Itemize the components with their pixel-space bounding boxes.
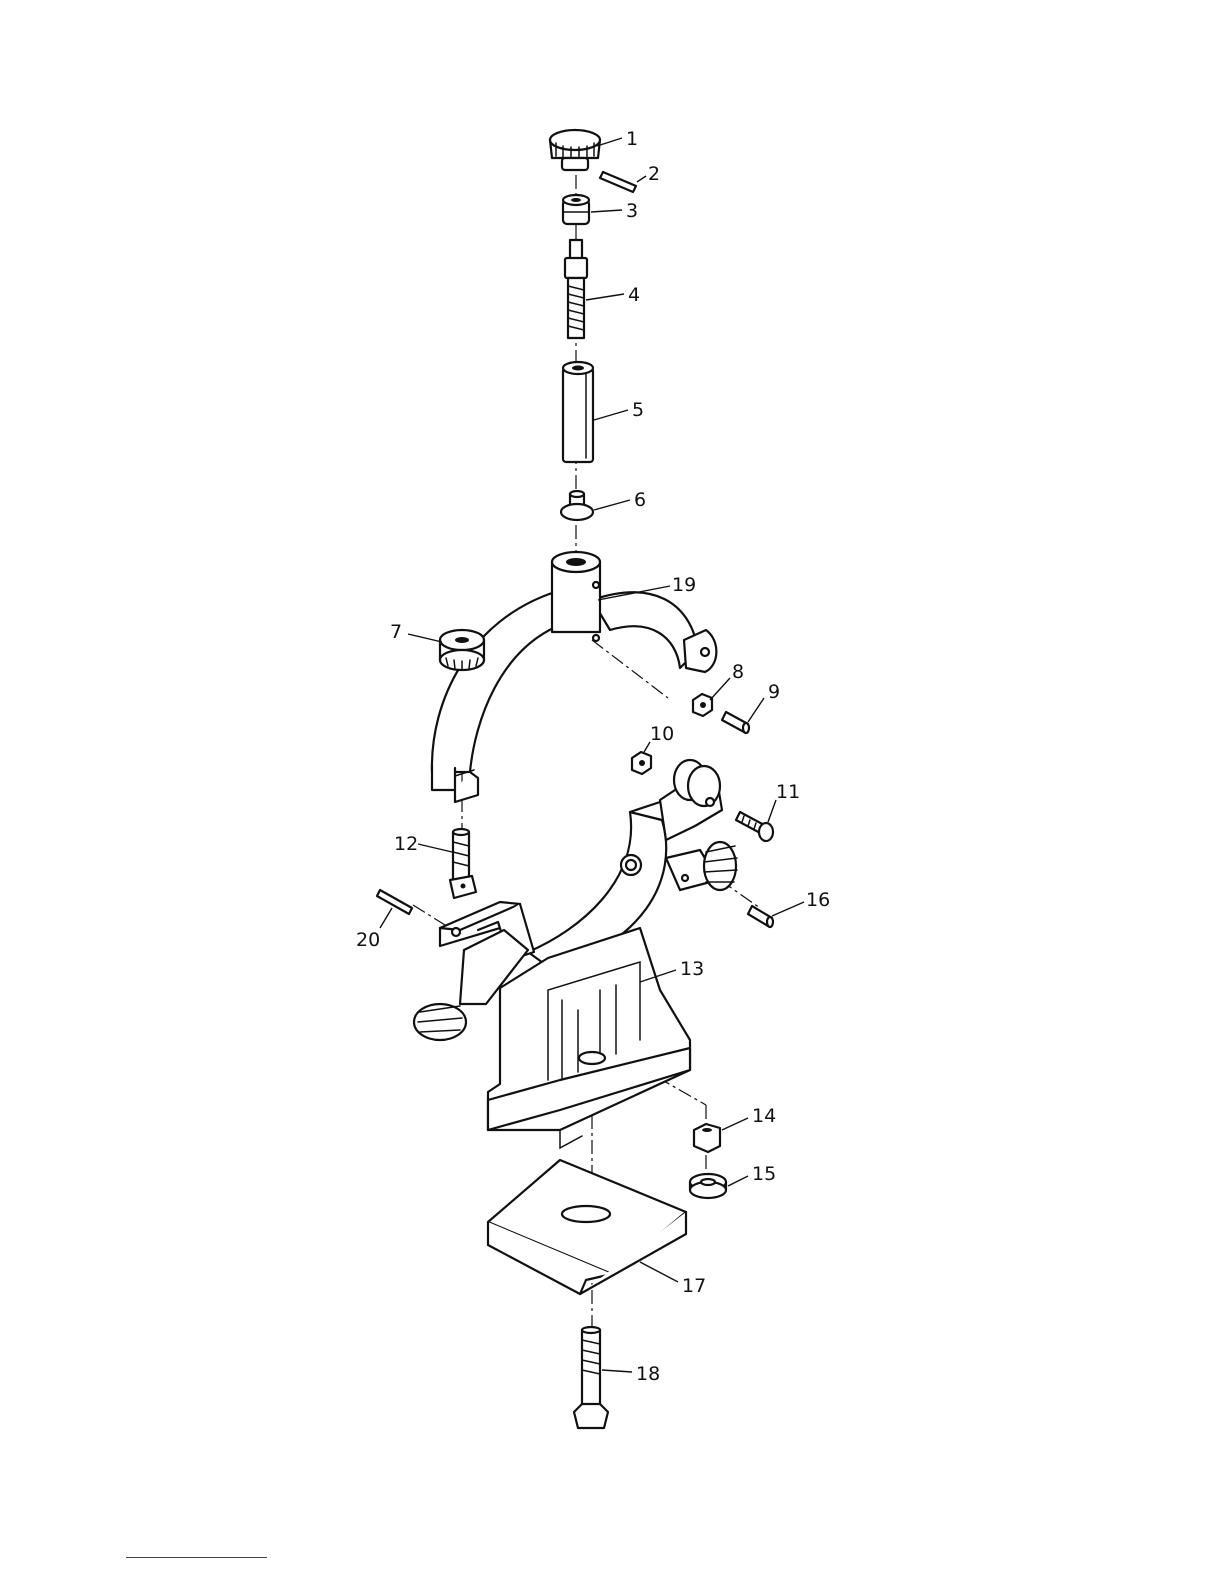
part-12-threaded-pin — [450, 829, 476, 898]
part-8-hex-nut — [693, 694, 712, 716]
callout-6: 6 — [634, 489, 646, 511]
callout-7: 7 — [390, 621, 402, 643]
callout-1: 1 — [626, 128, 638, 150]
part-20-pin — [377, 890, 412, 914]
part-18-bolt — [574, 1327, 608, 1428]
callout-10: 10 — [650, 723, 674, 745]
knurled-knob-left — [414, 1004, 466, 1040]
part-4-screw — [565, 240, 587, 338]
callout-9: 9 — [768, 681, 780, 703]
callout-12: 12 — [394, 833, 418, 855]
part-2-pin — [600, 172, 636, 192]
part-10-hex-nut — [632, 752, 651, 774]
knurled-knob-right — [704, 842, 737, 890]
callout-13: 13 — [680, 958, 704, 980]
part-9-set-screw — [722, 712, 749, 733]
callout-20: 20 — [356, 929, 380, 951]
callout-19: 19 — [672, 574, 696, 596]
part-5-sleeve — [563, 362, 593, 462]
callout-5: 5 — [632, 399, 644, 421]
part-11-screw — [736, 812, 773, 841]
footer-rule — [126, 1557, 267, 1558]
part-16-set-screw — [748, 906, 773, 927]
callout-11: 11 — [776, 781, 800, 803]
callout-17: 17 — [682, 1275, 706, 1297]
part-3-collar — [563, 195, 589, 224]
part-1-knurled-knob — [550, 130, 600, 170]
part-7-knurled-nut — [440, 630, 484, 670]
callout-15: 15 — [752, 1163, 776, 1185]
part-14-hex-nut — [694, 1124, 720, 1152]
callout-18: 18 — [636, 1363, 660, 1385]
callout-8: 8 — [732, 661, 744, 683]
part-6-plunger — [561, 491, 593, 520]
callout-2: 2 — [648, 163, 660, 185]
part-17-clamp-plate — [488, 1160, 686, 1294]
callout-3: 3 — [626, 200, 638, 222]
callout-14: 14 — [752, 1105, 776, 1127]
callout-16: 16 — [806, 889, 830, 911]
callout-4: 4 — [628, 284, 640, 306]
part-15-washer — [690, 1174, 726, 1198]
